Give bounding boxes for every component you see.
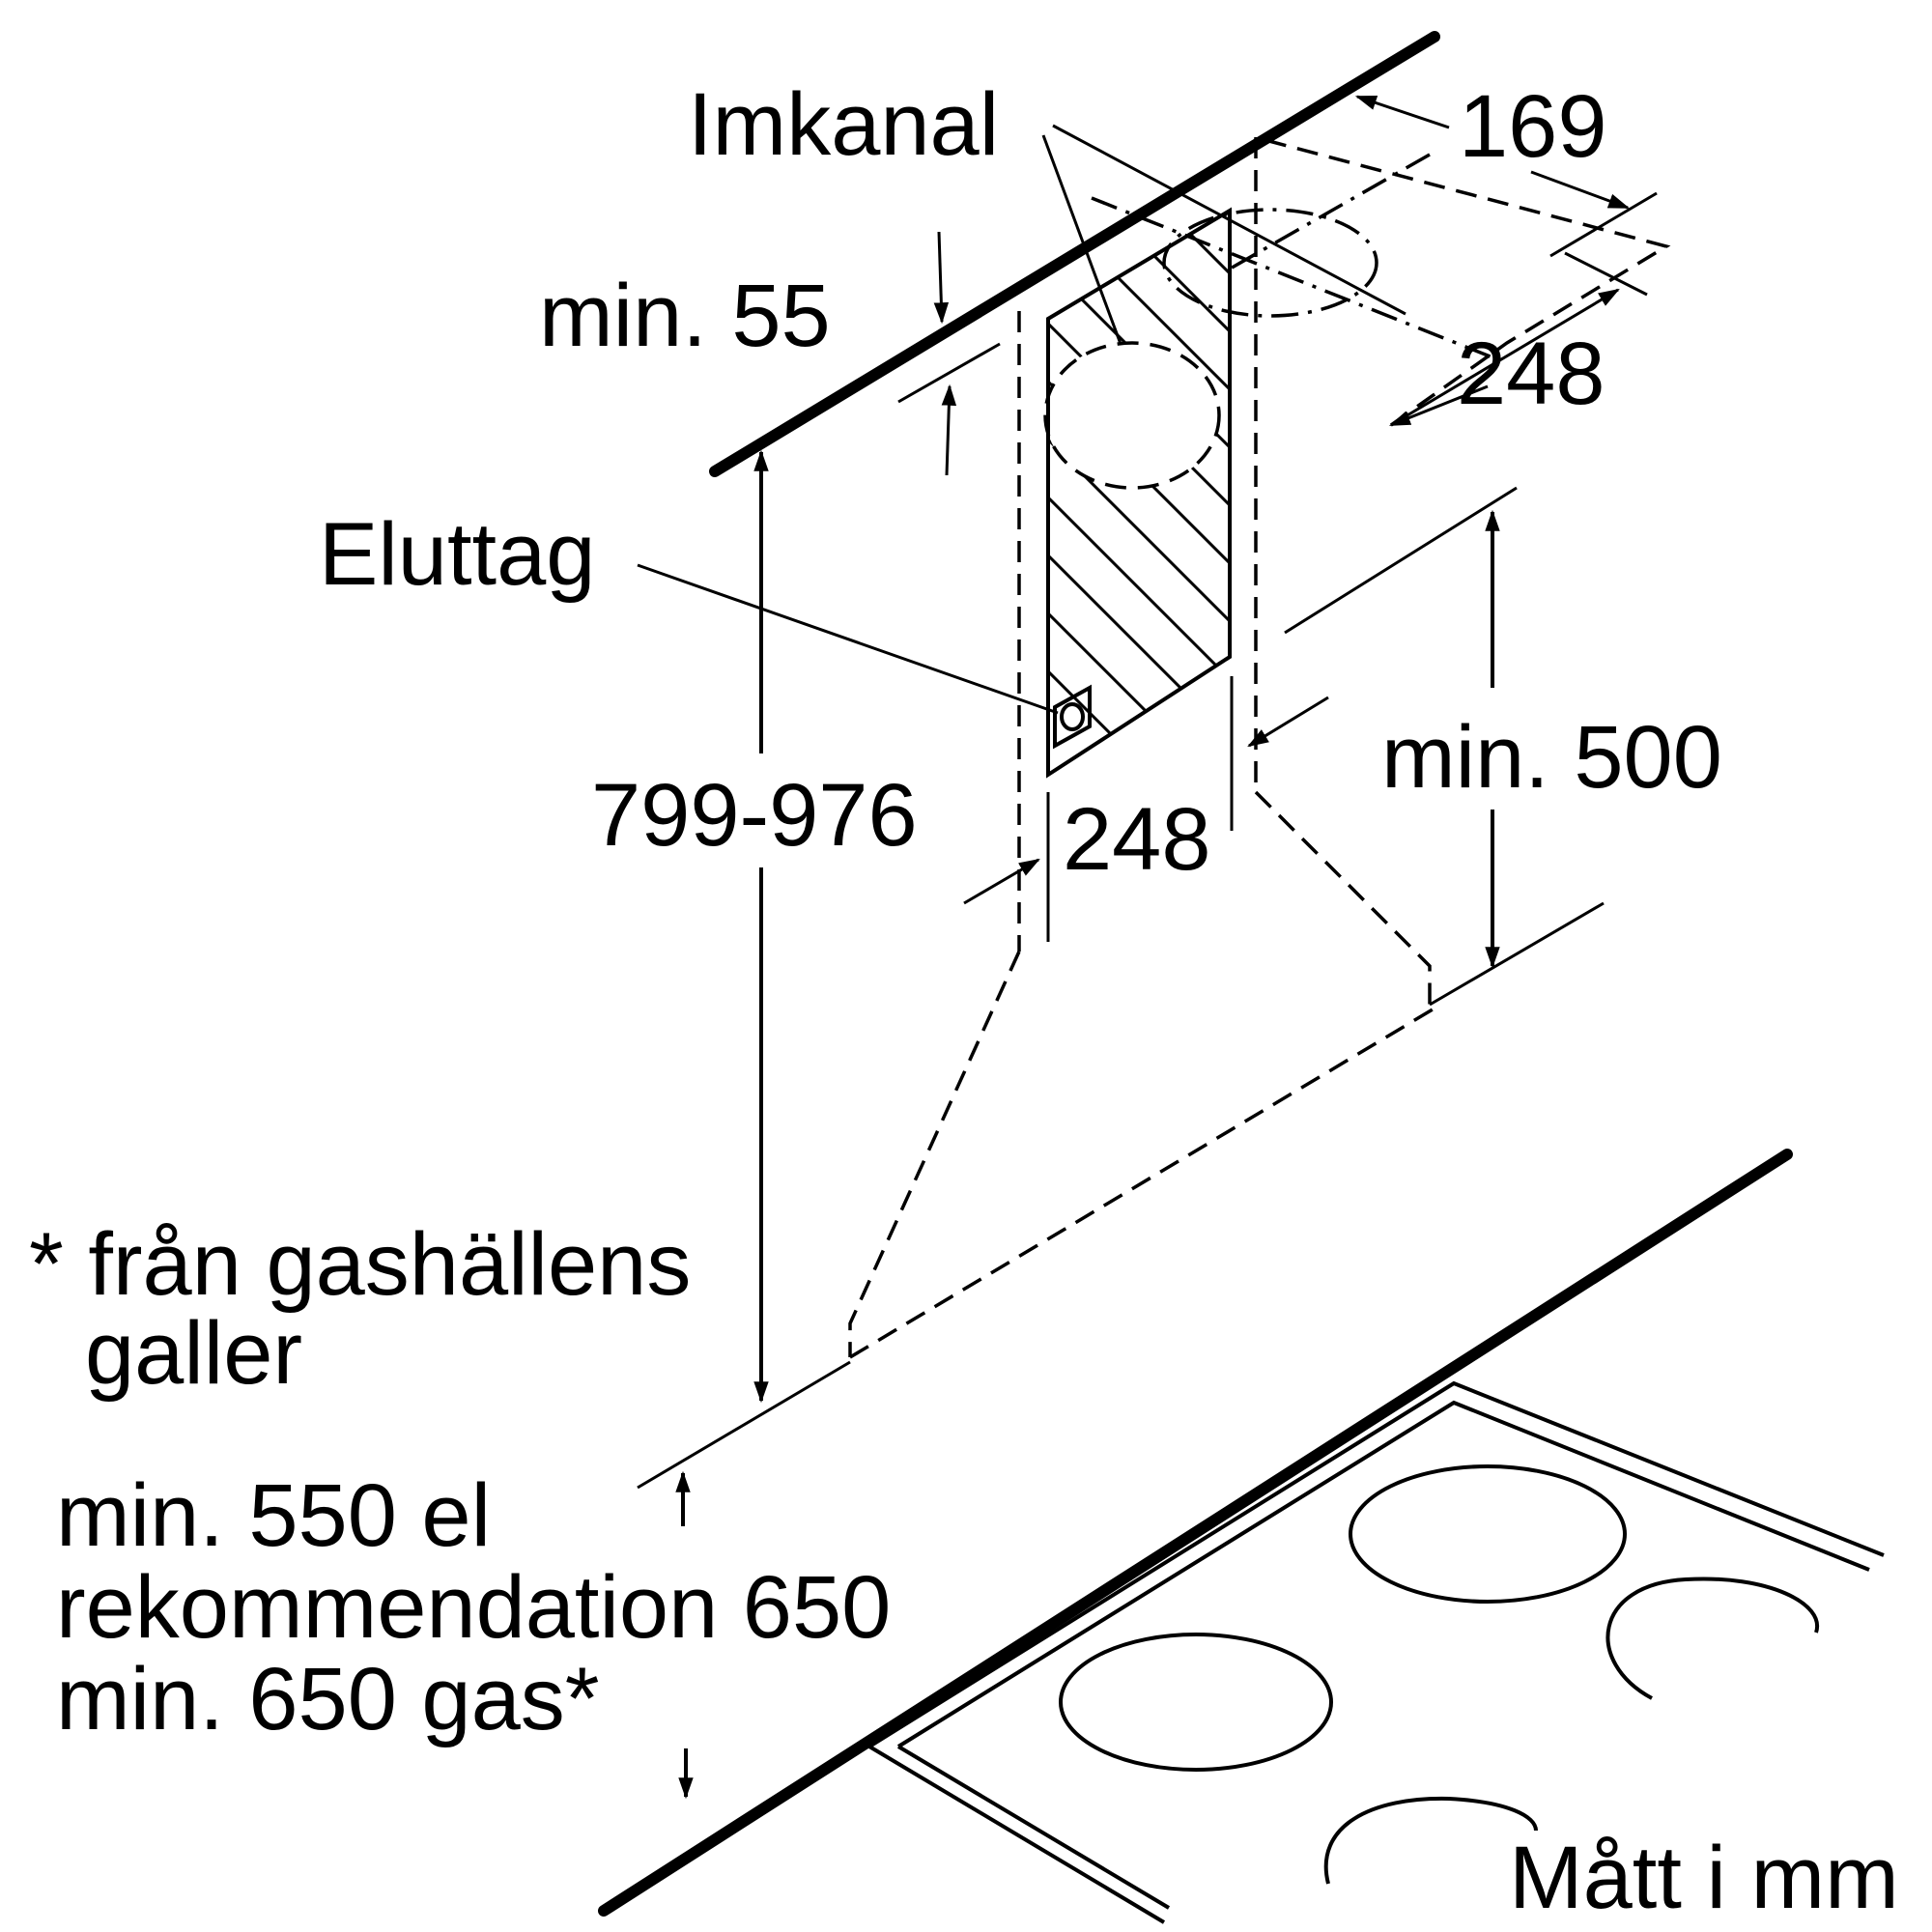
label-min55: min. 55 <box>539 267 831 365</box>
label-clearance-line1: min. 550 el <box>56 1466 491 1565</box>
dim-clearance <box>637 1360 851 1800</box>
label-dim-248-top: 248 <box>1457 325 1605 423</box>
dim-248-bottom <box>963 676 1329 942</box>
cooktop <box>867 1380 1885 1924</box>
label-dim-248-bottom: 248 <box>1063 790 1211 889</box>
burner-front-right <box>1323 1796 1538 1885</box>
worktop-line <box>598 1149 1793 1917</box>
label-min500: min. 500 <box>1381 708 1722 807</box>
ceiling-line <box>709 31 1440 477</box>
label-note-gas-line1: * från gashällens <box>29 1215 691 1314</box>
label-imkanal: Imkanal <box>688 75 999 174</box>
dim-248-top <box>1388 251 1648 427</box>
burner-back-right <box>1605 1577 1820 1700</box>
label-clearance-line2: rekommendation 650 <box>56 1558 891 1657</box>
hood-outline <box>848 790 1434 1359</box>
label-note-gas-line2: galler <box>85 1304 302 1403</box>
label-eluttag: Eluttag <box>319 505 595 604</box>
label-clearance-line3: min. 650 gas* <box>56 1650 600 1748</box>
burner-back-left <box>1349 1464 1627 1604</box>
label-units: Mått i mm <box>1509 1829 1899 1927</box>
dim-min55 <box>897 231 1001 476</box>
eluttag-leader <box>637 563 1059 715</box>
electrical-outlet <box>1053 684 1092 750</box>
label-799-976: 799-976 <box>591 766 918 865</box>
duct-ceiling-outline <box>1017 137 1671 952</box>
label-dim-169: 169 <box>1459 77 1607 176</box>
burner-front-left <box>1059 1633 1333 1772</box>
dim-169 <box>1354 95 1658 258</box>
dim-min500 <box>1284 486 1605 1007</box>
